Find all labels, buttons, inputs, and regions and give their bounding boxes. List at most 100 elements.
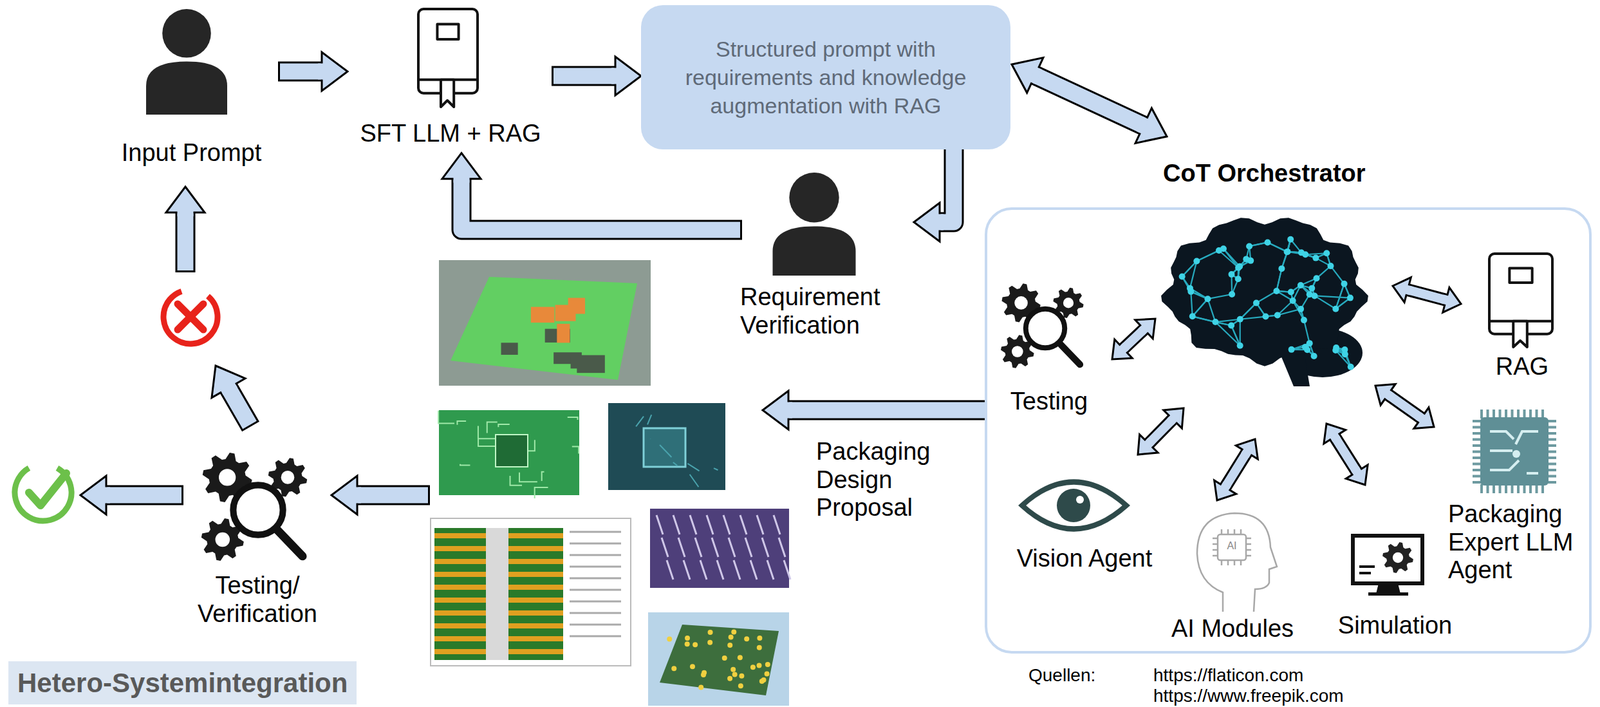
diagram-title: Hetero-Systemintegration: [17, 667, 348, 699]
brain-neuron: [1262, 313, 1270, 320]
bond-wire: [683, 559, 690, 580]
prompt-box: Structured prompt with requirements and …: [641, 5, 1011, 150]
brain-neuron: [1347, 363, 1355, 371]
chip-pin: [1547, 456, 1557, 459]
brain-link: [1192, 316, 1216, 322]
chip-trace: [1489, 449, 1513, 452]
brain-neuron: [1228, 270, 1236, 278]
person-icon: [146, 9, 228, 115]
chip-pin: [1529, 483, 1532, 494]
bond-wire: [767, 559, 774, 580]
chip-pin: [1547, 438, 1557, 441]
chip-pin: [1547, 462, 1557, 466]
bond-wire: [783, 559, 791, 580]
brain-neuron: [1313, 274, 1321, 282]
chip-pin: [1480, 409, 1483, 419]
bond-wire: [656, 514, 663, 535]
brain-neuron: [1235, 275, 1242, 282]
arrow-shaft: [939, 149, 954, 223]
chip-pin: [1472, 474, 1482, 478]
agent-link-arrow: [1323, 423, 1368, 485]
list-line: [569, 600, 622, 603]
arrow-head: [615, 56, 642, 96]
brain-link: [1335, 283, 1344, 309]
solder-ball: [737, 654, 743, 660]
chip-pin: [1541, 483, 1545, 494]
layout-trace: [647, 414, 652, 425]
chip-pin: [1523, 409, 1526, 419]
testing-icon: [1000, 283, 1084, 369]
stripe: [434, 584, 486, 590]
brain-icon: [1161, 217, 1369, 387]
package-substrate: [659, 624, 779, 696]
brain-neuron: [1341, 350, 1349, 358]
node-label: Requirement Verification: [740, 283, 914, 340]
source-url: https://flaticon.com: [1153, 665, 1304, 685]
layout-trace: [650, 438, 652, 440]
chip-pin: [1511, 483, 1514, 494]
gear-hole: [1063, 297, 1074, 308]
chip-pin: [1547, 426, 1557, 429]
monitor-line: [1359, 565, 1375, 568]
arrow-head: [166, 186, 205, 213]
gear-hole: [1392, 552, 1404, 563]
simulation-icon: [1352, 535, 1423, 596]
icon-node: RAG: [1480, 249, 1564, 387]
chip-pin: [1472, 426, 1482, 429]
pcb-trace: [478, 425, 498, 439]
bond-wire: [733, 559, 741, 580]
arrow-joint: [1354, 468, 1359, 474]
brain-neuron: [1311, 352, 1318, 360]
monitor-frame: [1352, 535, 1423, 584]
brain-neuron: [1289, 297, 1297, 304]
arrow-shaft: [106, 487, 182, 504]
chip-pin: [1212, 554, 1218, 557]
node-label: AI Modules: [1171, 614, 1294, 643]
bond-wire: [756, 514, 764, 535]
solder-ball: [756, 635, 763, 641]
arrow-head: [211, 365, 246, 398]
solder-ball: [700, 671, 707, 678]
book-label: [1509, 267, 1532, 282]
arrow-shaft: [553, 68, 616, 85]
pcb-trace: [456, 420, 466, 425]
arrow-head: [1323, 423, 1346, 444]
brain-link: [1240, 302, 1257, 319]
stripe: [508, 545, 564, 551]
brain-link: [1335, 350, 1351, 367]
solder-ball: [731, 629, 737, 635]
brain-link: [1218, 250, 1239, 268]
node-label: Structured prompt with requirements and …: [673, 34, 979, 121]
list-line: [569, 530, 622, 533]
arrow-head: [1137, 434, 1158, 455]
brain-neuron: [1341, 280, 1348, 288]
bond-wire: [711, 537, 719, 557]
solder-ball: [727, 642, 733, 648]
list-line: [569, 588, 622, 591]
chip-pin: [1504, 409, 1508, 419]
arrow-joint: [1032, 74, 1039, 77]
solder-ball: [728, 634, 734, 640]
component: [501, 342, 519, 355]
stripe: [434, 635, 486, 642]
node-label: CoT Orchestrator: [1162, 159, 1366, 188]
eye-glint: [1076, 495, 1084, 504]
arrow-outline: [1407, 289, 1447, 300]
bond-wire: [666, 559, 674, 580]
solder-ball: [756, 644, 763, 651]
brain-link: [1192, 298, 1209, 317]
layout-trace: [673, 462, 678, 466]
arrow-joint: [1170, 417, 1175, 422]
brain-neuron: [1288, 346, 1295, 353]
chip-pin: [1516, 409, 1520, 419]
chip-pin: [1240, 559, 1243, 566]
brain-neuron: [1287, 236, 1294, 243]
chip-pin: [1480, 483, 1483, 494]
brain-link: [1314, 295, 1337, 309]
bookmark: [440, 79, 454, 107]
chip-pin: [1547, 480, 1557, 484]
arrow-outline: [106, 485, 184, 506]
brain-neuron: [1312, 254, 1319, 262]
chip-pin: [1492, 409, 1496, 419]
solder-ball: [744, 635, 750, 642]
